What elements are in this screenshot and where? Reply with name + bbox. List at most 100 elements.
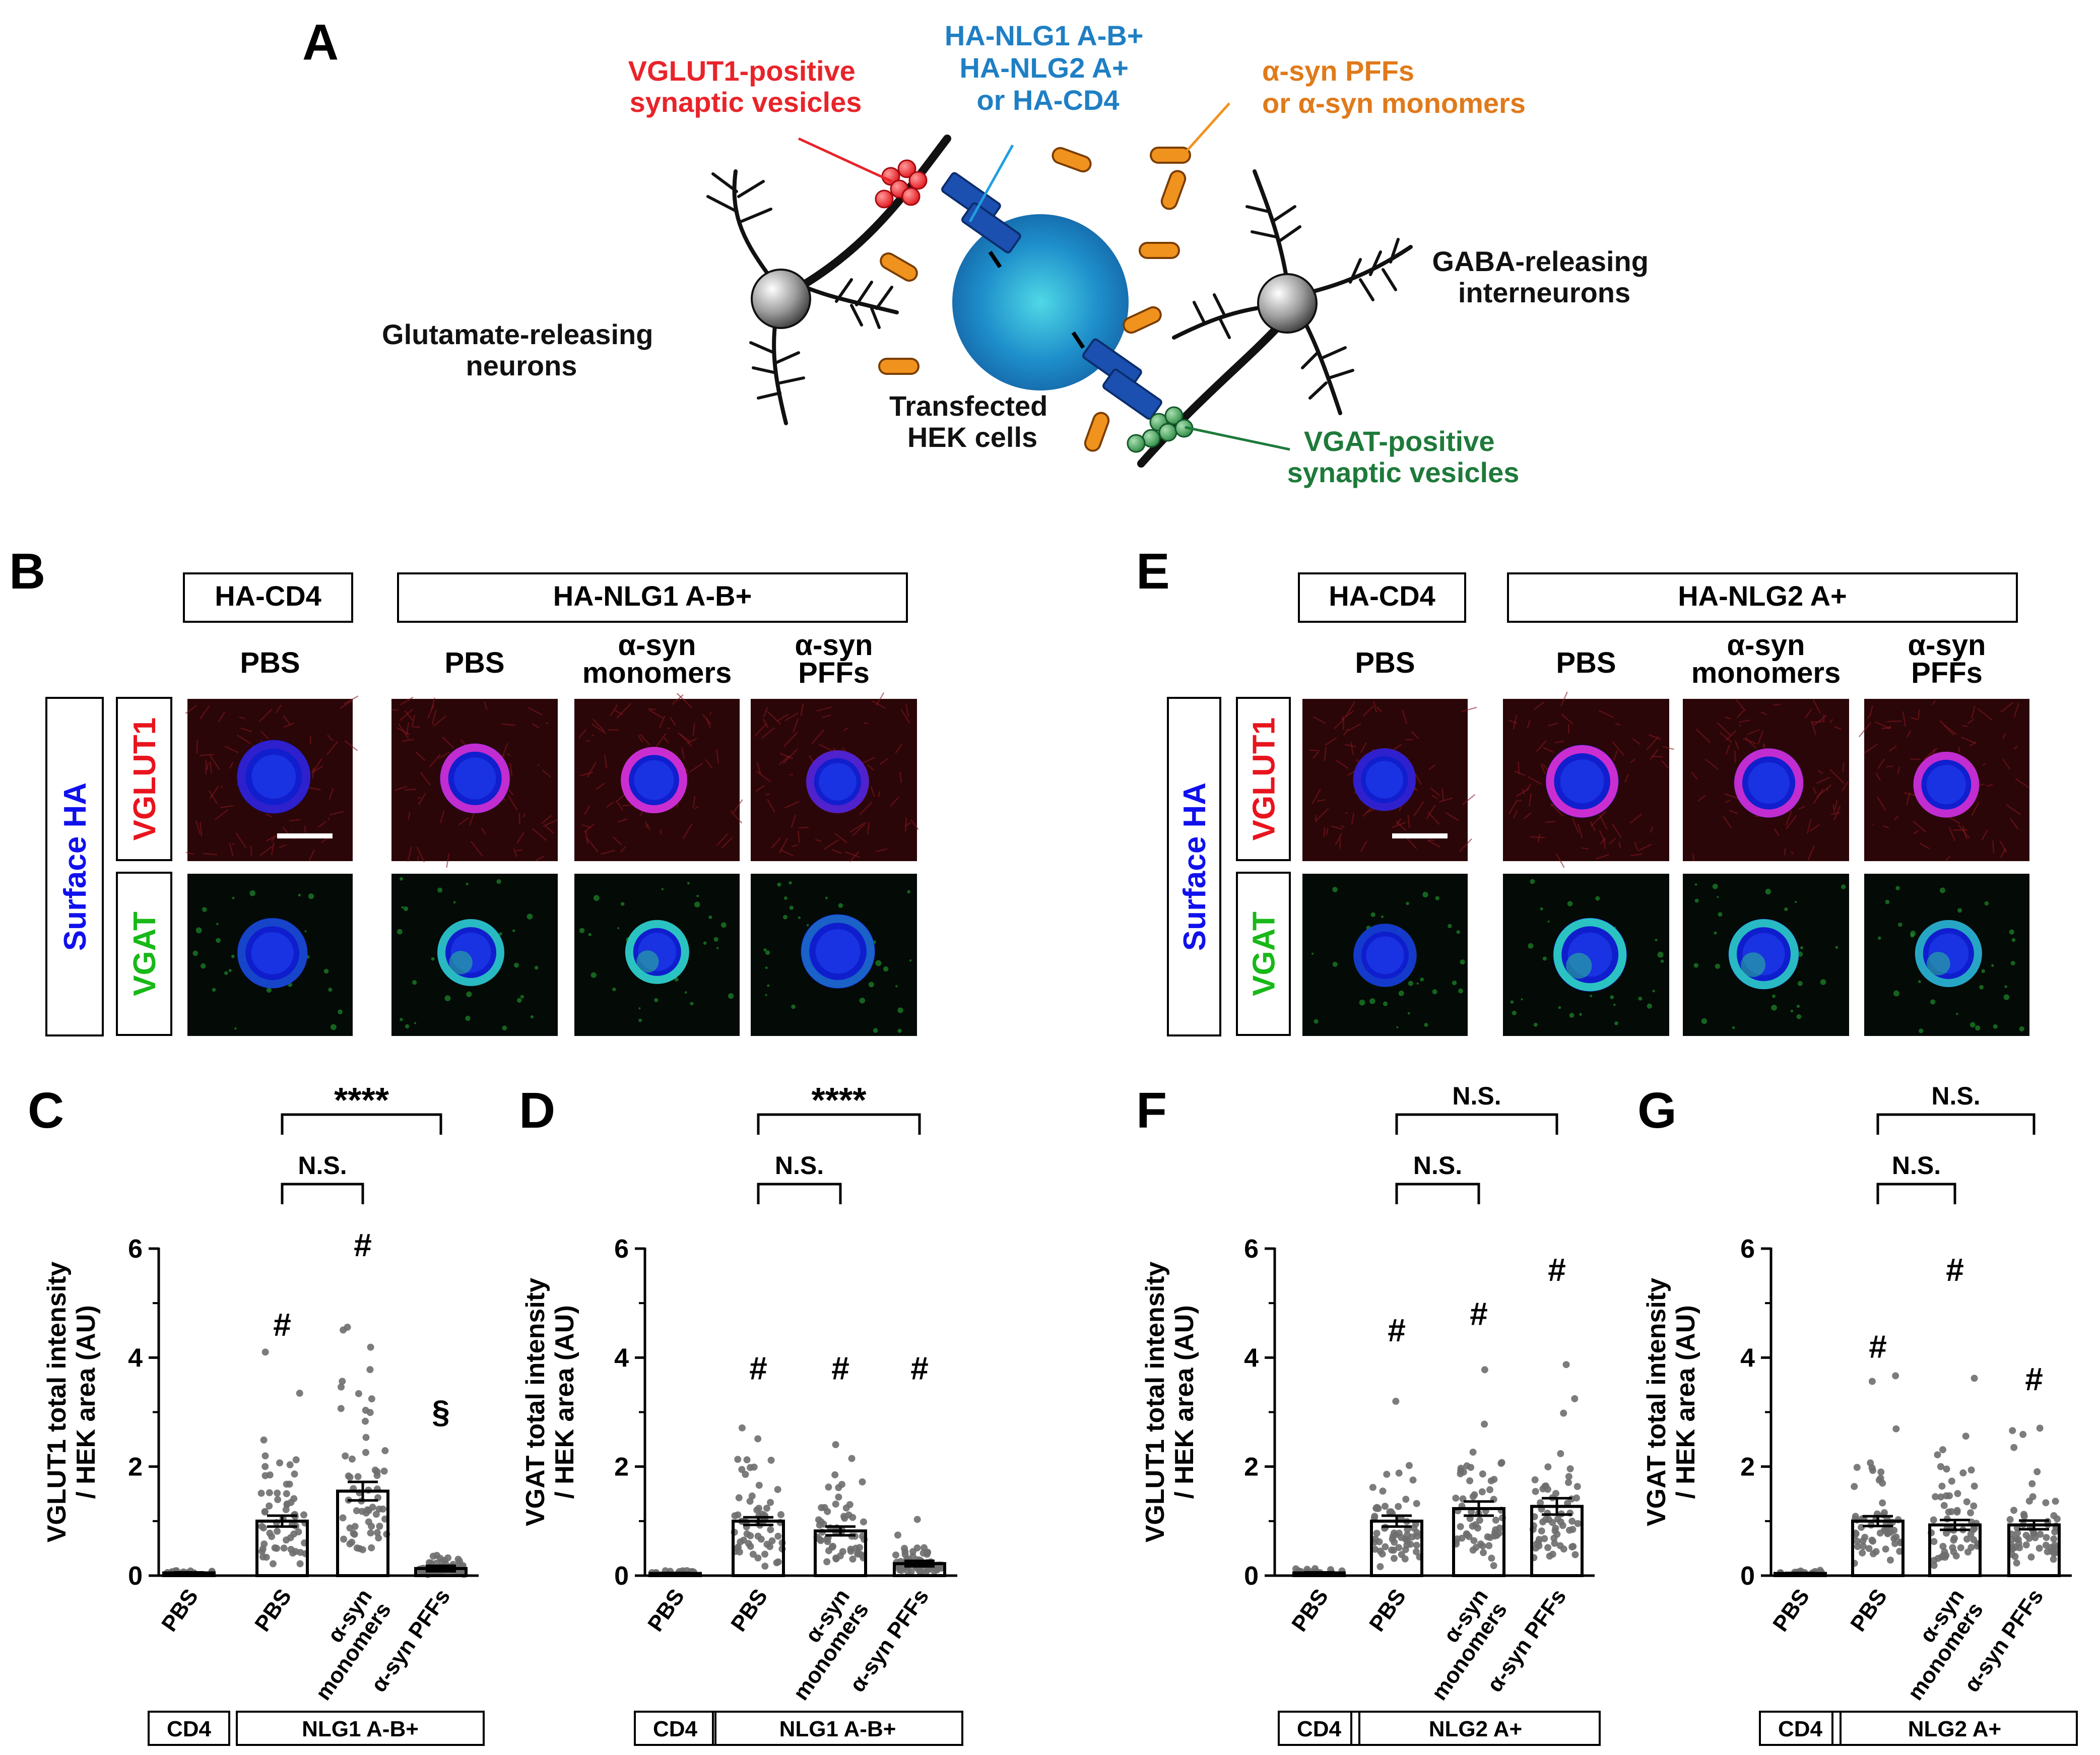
texture-fiber <box>1634 841 1638 851</box>
data-point <box>1551 1539 1558 1547</box>
data-point <box>260 1436 268 1444</box>
y-tick-label: 6 <box>614 1234 629 1264</box>
data-point <box>1379 1487 1387 1495</box>
texture-fiber <box>694 806 699 810</box>
vgat-image-tile <box>751 874 917 1036</box>
texture-punctum <box>1898 922 1902 927</box>
texture-fiber <box>1428 764 1436 770</box>
texture-fiber <box>670 717 676 726</box>
panel-letter-a: A <box>302 14 339 71</box>
texture-fiber <box>702 714 711 725</box>
texture-punctum <box>1660 959 1664 963</box>
condition-label: PBS <box>1556 646 1616 679</box>
texture-fiber <box>583 805 590 815</box>
data-point <box>1376 1563 1384 1571</box>
texture-fiber <box>1729 809 1738 814</box>
texture-fiber <box>1812 699 1821 714</box>
bracket-label: N.S. <box>775 1151 824 1180</box>
texture-punctum <box>1796 1004 1800 1008</box>
texture-fiber <box>843 727 849 731</box>
texture-punctum <box>1657 951 1664 958</box>
data-point <box>2042 1499 2050 1507</box>
bar-group: #α-synmonomers <box>311 1227 396 1705</box>
texture-fiber <box>2000 848 2006 858</box>
data-point <box>829 1542 837 1550</box>
texture-punctum <box>330 1024 337 1030</box>
texture-fiber <box>1888 745 1897 752</box>
texture-fiber <box>344 740 358 751</box>
y-axis-label-line: / HEK area (AU) <box>550 1305 579 1499</box>
control-label: HA-CD4 <box>1329 580 1435 612</box>
data-point <box>1566 1526 1573 1534</box>
bracket-label: N.S. <box>1931 1082 1980 1110</box>
texture-fiber <box>849 851 860 862</box>
data-point <box>1868 1464 1876 1471</box>
data-point <box>2033 1468 2041 1475</box>
texture-fiber <box>433 715 447 727</box>
data-point <box>1486 1486 1494 1493</box>
x-tick-label: PBS <box>1846 1585 1892 1636</box>
texture-punctum <box>873 1028 878 1033</box>
texture-punctum <box>1448 924 1452 929</box>
y-tick-label: 4 <box>1244 1343 1259 1373</box>
texture-fiber <box>1663 746 1674 750</box>
texture-fiber <box>1897 766 1900 774</box>
texture-fiber <box>716 833 728 847</box>
data-point <box>1554 1515 1561 1523</box>
data-point <box>337 1405 345 1412</box>
data-point <box>1550 1534 1558 1542</box>
texture-fiber <box>2013 703 2019 718</box>
texture-punctum <box>1613 1003 1616 1006</box>
data-point <box>365 1518 372 1526</box>
texture-punctum <box>496 879 501 884</box>
texture-fiber <box>1517 800 1522 802</box>
data-point <box>832 1441 839 1449</box>
data-point <box>340 1326 347 1334</box>
texture-fiber <box>343 695 359 705</box>
texture-punctum <box>1771 1004 1777 1011</box>
data-point <box>436 1554 444 1562</box>
y-tick-label: 2 <box>614 1453 629 1482</box>
texture-fiber <box>1462 706 1477 712</box>
texture-fiber <box>1967 719 1975 725</box>
data-point <box>2029 1493 2037 1501</box>
texture-fiber <box>1773 703 1781 706</box>
data-point <box>2014 1529 2021 1537</box>
texture-fiber <box>1877 758 1885 769</box>
texture-punctum <box>897 1007 903 1013</box>
texture-punctum <box>1422 891 1428 898</box>
texture-punctum <box>232 896 235 899</box>
data-point <box>1390 1529 1398 1537</box>
texture-fiber <box>872 700 886 709</box>
texture-fiber <box>1518 761 1520 774</box>
bracket-line <box>281 1113 442 1135</box>
texture-punctum <box>1579 1013 1582 1016</box>
comparison-bracket: N.S. <box>1876 1082 2036 1135</box>
x-tick-label: PBS <box>726 1585 772 1636</box>
vgat-box <box>116 872 172 1036</box>
texture-punctum <box>1407 1012 1410 1015</box>
texture-fiber <box>1441 788 1444 801</box>
texture-fiber <box>1813 788 1824 804</box>
texture-fiber <box>721 837 733 849</box>
hek-cell-core <box>450 932 491 973</box>
bracket-label: N.S. <box>1413 1151 1462 1180</box>
texture-punctum <box>453 901 456 904</box>
hek-cell-core <box>1567 932 1612 977</box>
texture-fiber <box>1316 808 1329 821</box>
texture-fiber <box>1813 714 1827 726</box>
texture-fiber <box>879 758 888 765</box>
texture-fiber <box>545 825 554 834</box>
texture-punctum <box>1420 978 1424 982</box>
data-point <box>1544 1463 1552 1471</box>
x-tick-label-line: PBS <box>1287 1585 1333 1636</box>
hek-cell-core <box>1366 936 1404 974</box>
texture-punctum <box>684 991 687 994</box>
data-point <box>2015 1540 2022 1547</box>
texture-fiber <box>329 788 334 800</box>
y-tick-label: 2 <box>1740 1453 1755 1482</box>
data-point <box>832 1501 839 1508</box>
data-point <box>1573 1483 1581 1490</box>
texture-fiber <box>542 769 551 778</box>
